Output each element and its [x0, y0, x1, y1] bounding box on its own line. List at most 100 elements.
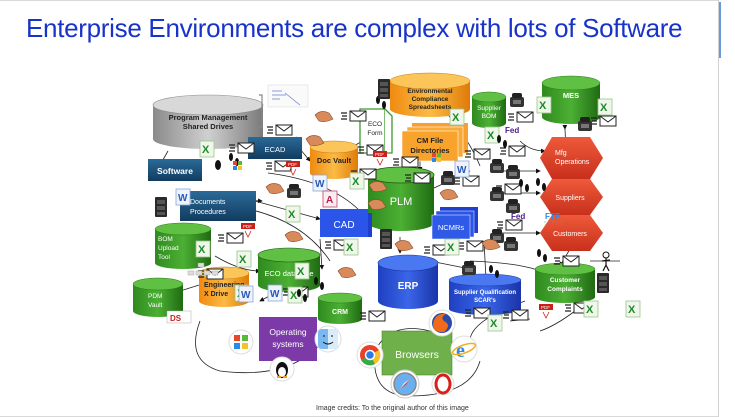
email-icon — [404, 172, 431, 184]
browsers-label: Browsers — [395, 349, 439, 361]
ncmrs-node: NCMRs — [431, 207, 478, 240]
solidworks-logo-icon: DS — [166, 310, 192, 324]
email-icon — [502, 309, 529, 321]
customers-node: Customers — [540, 215, 603, 251]
eco-form-label-1: ECO — [368, 121, 382, 128]
excel-icon — [625, 300, 641, 318]
gantt-chart-icon — [259, 84, 309, 128]
mes-label: MES — [563, 91, 579, 100]
diagram: X PDF — [132, 72, 641, 399]
phone-icon — [490, 187, 504, 201]
env-label-3: Spreadsheets — [409, 104, 452, 111]
internet-explorer-icon: e — [450, 335, 478, 363]
erp-label: ERP — [398, 281, 419, 292]
doc-vault-label: Doc Vault — [317, 156, 352, 165]
email-icon — [457, 240, 484, 252]
erp-node: ERP — [377, 254, 439, 309]
phone-icon — [578, 117, 592, 131]
env-label-1: Environmental — [407, 88, 452, 95]
bom-upload-tool-node: BOM Upload Tool — [154, 222, 212, 269]
documents-label-2: Procedures — [190, 209, 226, 216]
excel-icon — [583, 300, 599, 318]
handshake-icon — [284, 231, 304, 242]
phone-icon — [510, 93, 524, 107]
cad-node: CAD — [320, 209, 372, 237]
bom-upload-label-1: BOM — [158, 236, 173, 243]
browsers-node: Browsers — [381, 330, 453, 376]
excel-icon — [195, 240, 211, 258]
vertical-scrollbar[interactable] — [718, 0, 735, 417]
cm-file-label-2: Directories — [410, 146, 449, 155]
plm-label: PLM — [390, 196, 413, 208]
ecad-label: ECAD — [265, 145, 286, 154]
file-cabinet-icon — [380, 229, 392, 249]
crm-node: CRM — [317, 292, 363, 324]
email-icon — [499, 145, 526, 157]
excel-icon — [343, 238, 359, 256]
email-icon — [507, 111, 534, 123]
svg-text:A: A — [326, 195, 333, 206]
linux-tux-icon — [269, 356, 295, 382]
cad-label: CAD — [333, 220, 354, 231]
excel-icon — [294, 262, 310, 280]
slide: Enterprise Environments are complex with… — [0, 0, 719, 417]
chrome-icon — [356, 341, 384, 369]
svg-text:FTP: FTP — [545, 212, 561, 221]
email-icon — [553, 255, 580, 267]
excel-icon — [349, 172, 365, 190]
word-icon — [267, 284, 283, 302]
file-cabinet-icon — [155, 197, 167, 217]
documents-procedures-node: Documents Procedures — [180, 191, 256, 221]
excel-icon — [536, 96, 552, 114]
excel-icon — [285, 205, 301, 223]
software-node: Software — [148, 159, 202, 181]
fedex-logo-icon: Fed — [511, 212, 525, 221]
scrollbar-thumb[interactable] — [719, 2, 721, 58]
pdm-vault-node: PDM Vault — [132, 277, 184, 317]
eco-database-label: ECO database — [264, 269, 313, 278]
word-icon — [238, 285, 254, 303]
phone-icon — [504, 237, 518, 251]
handshake-icon — [439, 189, 459, 200]
bug-icon — [215, 160, 221, 170]
ftp-icon: FTP — [544, 212, 562, 223]
supplier-qualification-node: Supplier Qualification SCAR's — [448, 273, 522, 315]
handshake-icon — [394, 240, 414, 251]
phone-icon — [506, 165, 520, 179]
cm-file-directories-node: CM File Directories — [401, 123, 468, 162]
svg-text:DS: DS — [170, 314, 182, 323]
complaints-label-1: Customer — [550, 277, 581, 284]
phone-icon — [441, 171, 455, 185]
program-management-label-1: Program Management — [169, 113, 248, 122]
slide-title: Enterprise Environments are complex with… — [26, 13, 683, 43]
bom-upload-label-2: Upload — [158, 245, 179, 252]
access-icon: A — [322, 190, 338, 208]
office-icons: A — [175, 160, 470, 303]
email-icon — [496, 219, 523, 231]
email-icon — [590, 115, 617, 127]
os-label-1: Operating — [269, 327, 307, 337]
svg-text:e: e — [456, 340, 465, 362]
cm-file-label-1: CM File — [417, 136, 444, 145]
handshake-icon — [305, 135, 325, 146]
image-credit: Image credits: To the original author of… — [316, 405, 469, 412]
email-icon — [266, 124, 293, 136]
email-icon — [464, 148, 491, 160]
suppliers-node: Suppliers — [540, 179, 603, 215]
confused-person-icon — [601, 251, 611, 272]
phone-icon — [506, 199, 520, 213]
ecad-node: ECAD — [248, 137, 302, 159]
ncmrs-label: NCMRs — [438, 223, 464, 232]
pdf-icon — [538, 303, 554, 319]
supplier-qual-label-2: SCAR's — [474, 298, 496, 304]
email-icon — [359, 310, 386, 322]
pdm-label-1: PDM — [148, 293, 162, 300]
email-icon — [228, 142, 255, 154]
supplier-bom-label-2: BOM — [482, 113, 497, 120]
phone-icon — [462, 261, 476, 275]
windows-small-icon — [233, 161, 242, 170]
email-icon — [453, 175, 480, 187]
org-chart-icon — [187, 262, 219, 276]
file-cabinet-icon — [597, 273, 609, 293]
eng-x-label-2: X Drive — [204, 291, 228, 298]
